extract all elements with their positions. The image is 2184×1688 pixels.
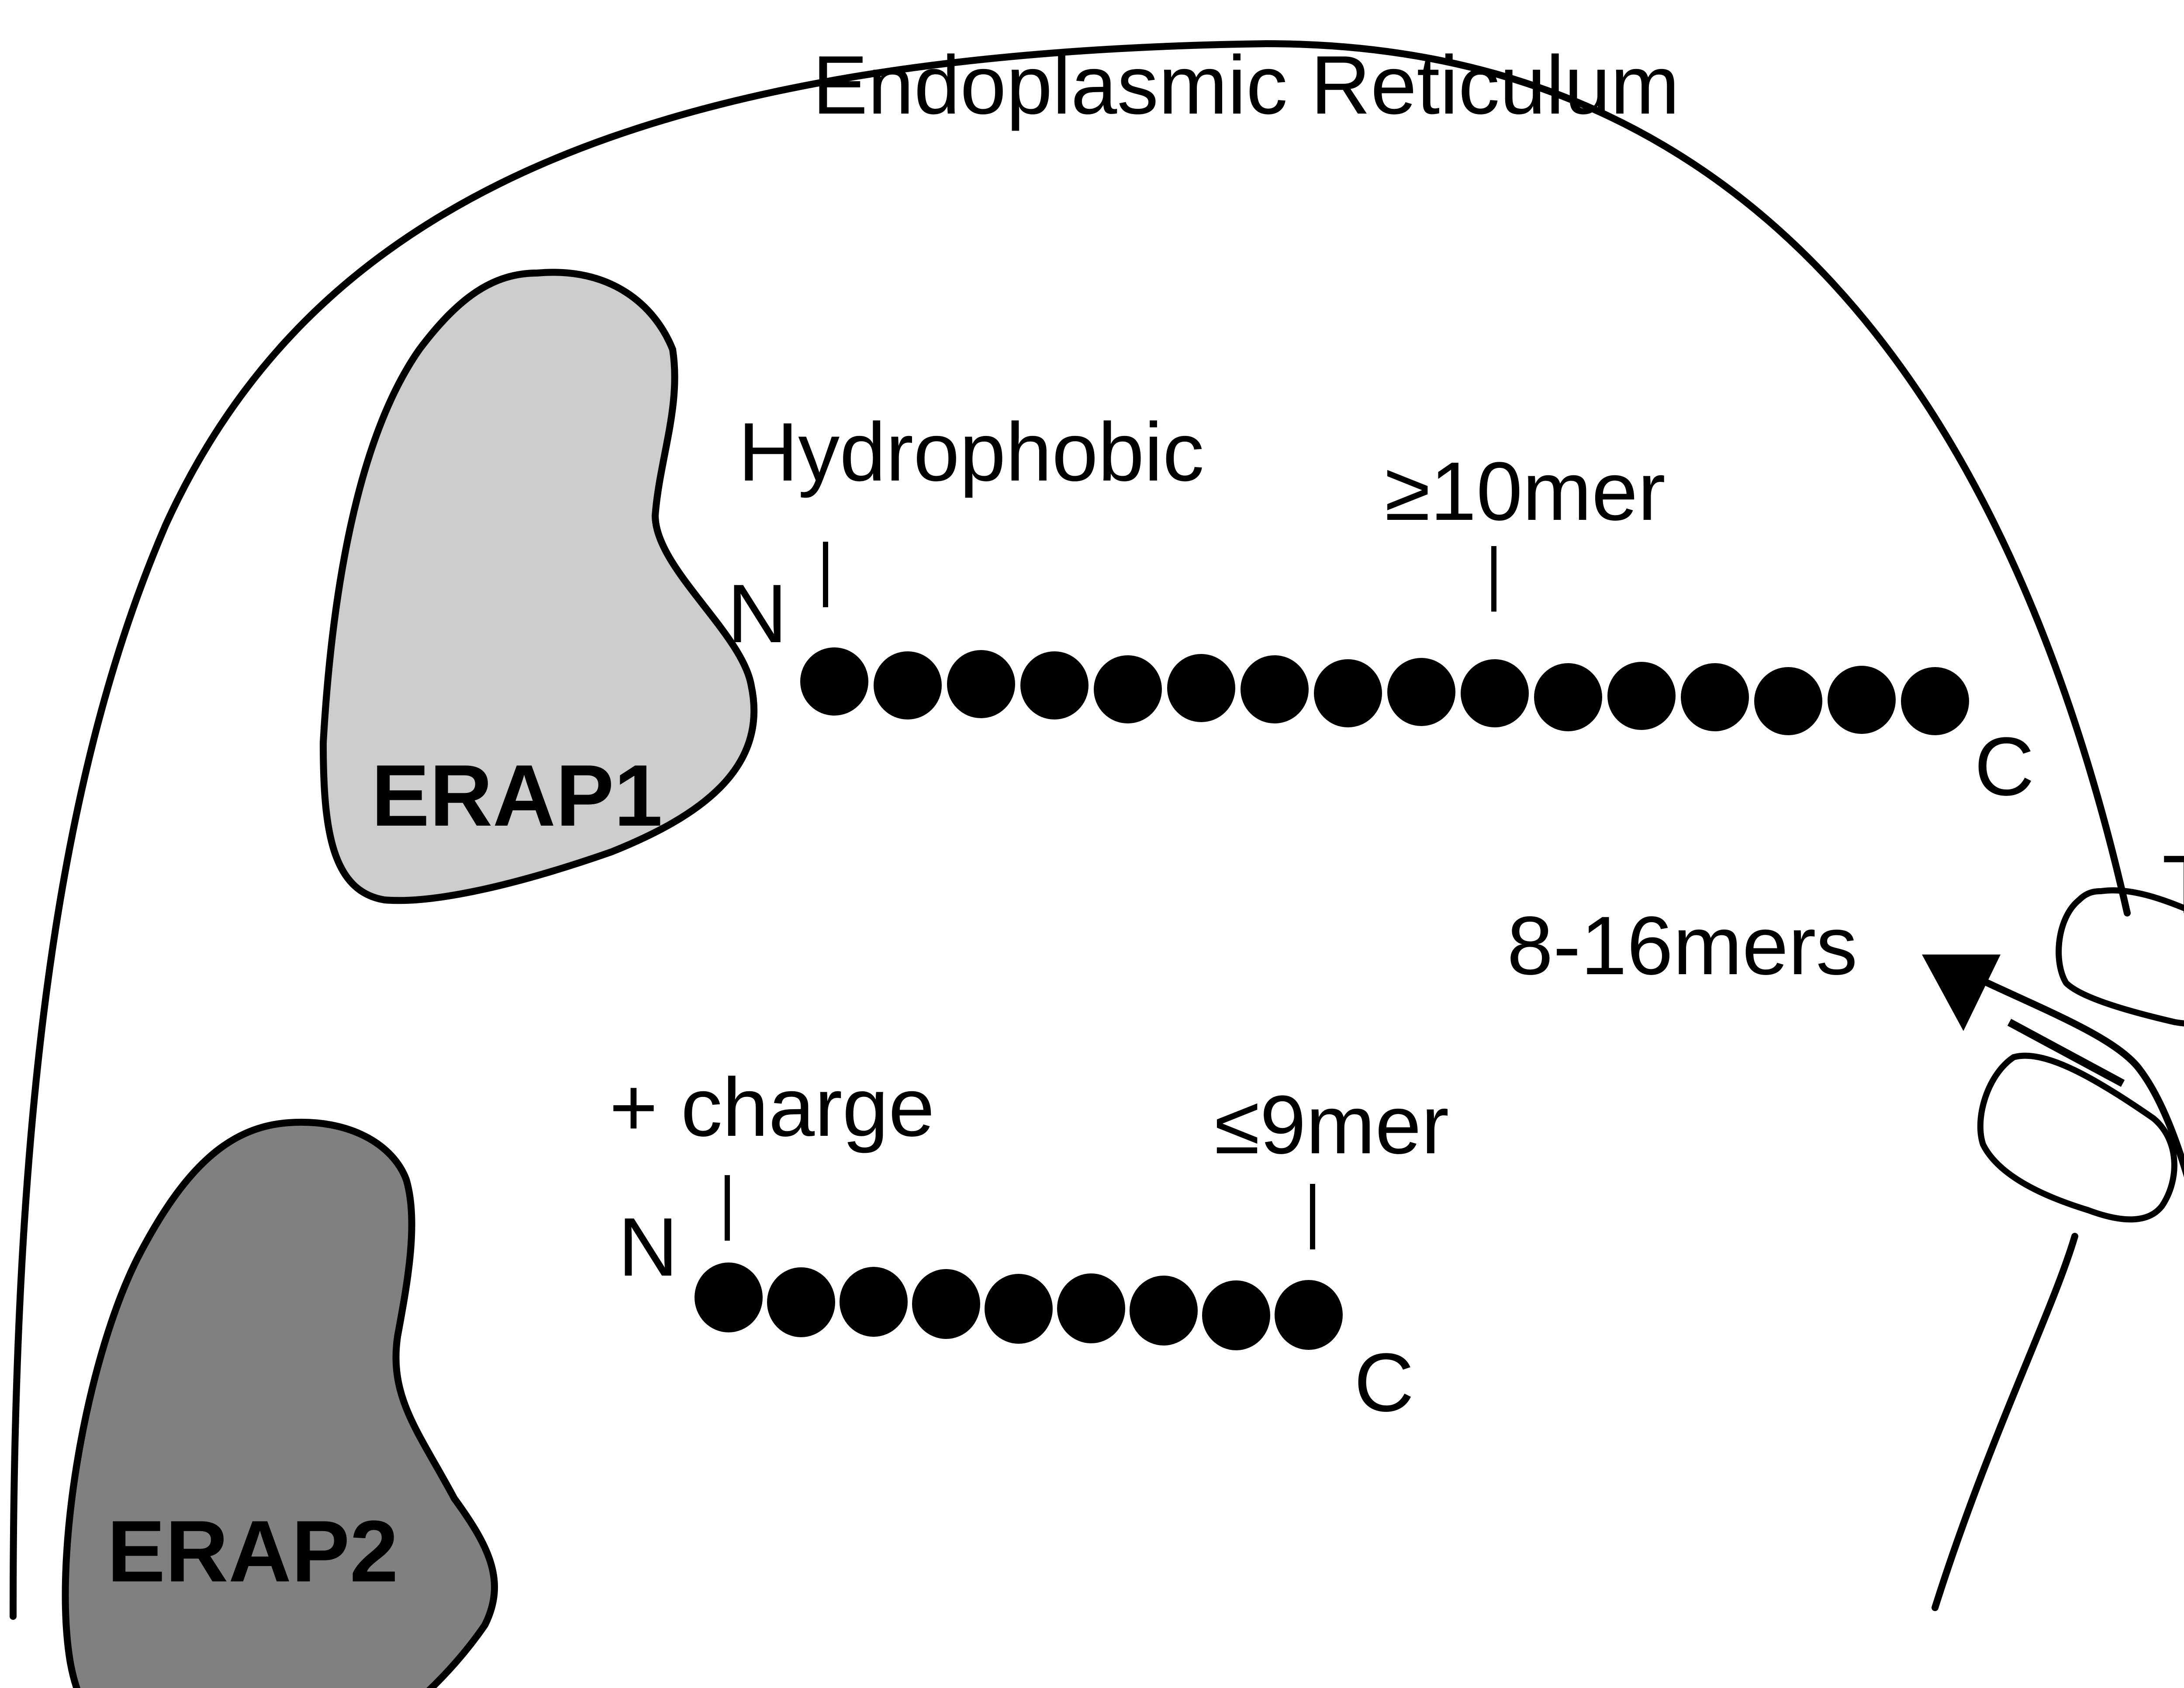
amino-acid-bead [947, 650, 1015, 718]
amino-acid-bead [1130, 1276, 1198, 1346]
hydrophobic-label: Hydrophobic [738, 406, 1204, 498]
peptide-chain-long [800, 647, 1969, 735]
amino-acid-bead [1901, 667, 1969, 735]
long-c-terminus-label: C [1974, 720, 2034, 813]
tap-subunit-lower [1977, 1052, 2177, 1223]
er-title: Endoplasmic Reticulum [812, 39, 1679, 131]
er-membrane-tap-link [1984, 979, 2184, 1178]
le9mer-label: ≤9mer [1214, 1079, 1449, 1171]
er-membrane [10, 40, 2131, 1620]
amino-acid-bead [1314, 659, 1382, 727]
peptide-chain-short [695, 1263, 1343, 1350]
short-n-terminus-label: N [618, 1201, 678, 1294]
amino-acid-bead [1461, 659, 1529, 727]
amino-acid-bead [874, 651, 942, 719]
transport-label: 8-16mers [1507, 899, 1858, 992]
amino-acid-bead [1020, 651, 1089, 719]
short-c-terminus-label: C [1354, 1336, 1414, 1429]
erap1-shape [319, 269, 758, 904]
amino-acid-bead [1607, 662, 1676, 730]
amino-acid-bead [912, 1269, 980, 1339]
ge10mer-label: ≥10mer [1385, 445, 1666, 538]
amino-acid-bead [1202, 1280, 1270, 1350]
amino-acid-bead [1275, 1280, 1343, 1350]
amino-acid-bead [840, 1267, 908, 1337]
amino-acid-bead [695, 1263, 763, 1332]
amino-acid-bead [1754, 667, 1822, 735]
erap2-shape [62, 1118, 498, 1688]
tap-label: TAP [2162, 838, 2184, 931]
transport-arrow-head [1922, 955, 2001, 1031]
amino-acid-bead [1681, 663, 1749, 731]
long-n-terminus-label: N [727, 567, 787, 660]
erap1-label: ERAP1 [371, 747, 663, 844]
amino-acid-bead [1057, 1273, 1125, 1343]
amino-acid-bead [800, 647, 868, 716]
tap-subunit-upper [2056, 887, 2184, 1027]
er-membrane-lower [1932, 1233, 2078, 1611]
amino-acid-bead [1241, 655, 1309, 723]
amino-acid-bead [985, 1274, 1053, 1344]
erap2-label: ERAP2 [107, 1503, 398, 1600]
amino-acid-bead [1534, 663, 1602, 731]
amino-acid-bead [767, 1267, 835, 1337]
amino-acid-bead [1094, 655, 1162, 723]
erap2-enzyme[interactable]: ERAP2 [62, 1118, 498, 1688]
amino-acid-bead [1828, 666, 1896, 734]
transport-arrow-shaft [2007, 1019, 2125, 1087]
amino-acid-bead [1387, 658, 1455, 726]
tap-transporter[interactable]: TAP [1977, 838, 2184, 1223]
positive-charge-label: + charge [609, 1061, 935, 1154]
transport-arrow [1922, 955, 2125, 1087]
amino-acid-bead [1167, 654, 1235, 722]
erap1-enzyme[interactable]: ERAP1 [319, 269, 758, 904]
